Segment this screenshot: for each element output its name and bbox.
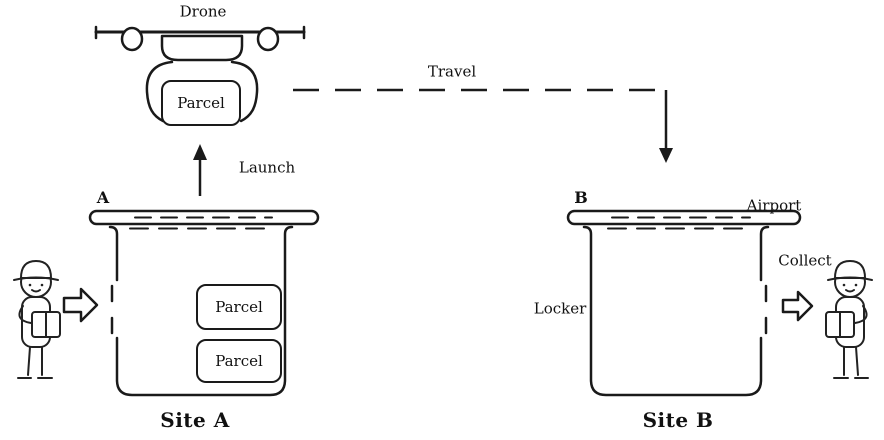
deposit-arrow [62,287,99,323]
launch-label: Launch [238,158,296,177]
travel-route-arrow [293,88,673,163]
launch-arrow [193,144,207,196]
site-a-parcel-2-label: Parcel [215,352,263,370]
drone-label: Drone [179,2,227,21]
travel-label: Travel [427,62,477,81]
site-a-parcel-box-1: Parcel [196,284,282,330]
locker-label: Locker [533,299,587,318]
airport-label: Airport [746,196,802,215]
site-a-letter: A [96,188,110,207]
drone-icon [94,25,306,123]
site-a-caption: Site A [160,408,230,432]
collect-arrow [781,290,814,322]
site-b-locker [566,209,802,397]
courier-a-icon [13,260,61,379]
courier-b-icon [825,260,873,379]
drone-parcel-label: Parcel [177,94,225,112]
drone-parcel-box: Parcel [161,80,241,126]
site-a-parcel-box-2: Parcel [196,339,282,383]
site-a-locker [88,209,320,397]
site-a-parcel-1-label: Parcel [215,298,263,316]
collect-label: Collect [778,251,832,270]
site-b-letter: B [574,188,588,207]
site-b-caption: Site B [642,408,714,432]
